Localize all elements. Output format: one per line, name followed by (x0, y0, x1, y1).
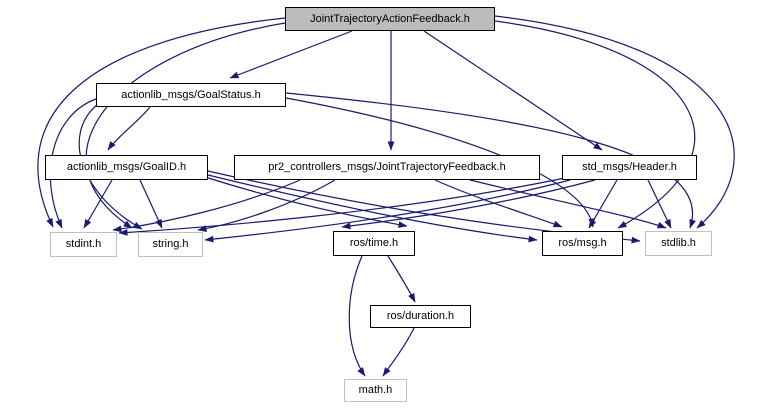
edge-jtf-to-rosmsg (434, 179, 563, 228)
edge-jtf-to-string (197, 179, 336, 232)
node-ros-msg-h[interactable]: ros/msg.h (542, 231, 623, 256)
edge-jtaf-to-stdlib (494, 15, 735, 229)
edge-jtaf-to-stdint (37, 17, 286, 228)
edge-rostime-to-math (348, 255, 366, 377)
edge-goalid-to-rostime (204, 176, 408, 228)
edge-goalid-to-rosmsg (207, 174, 538, 243)
edge-jtaf-to-header (423, 30, 603, 151)
edge-jtf-to-stdint (112, 179, 301, 233)
node-stdint-h: stdint.h (50, 232, 117, 257)
node-actionlib-msgs-goalstatus-h[interactable]: actionlib_msgs/GoalStatus.h (96, 83, 286, 107)
edge-header-to-rosmsg (588, 179, 618, 229)
edge-rosduration-to-math (382, 327, 415, 377)
node-stdlib-h: stdlib.h (645, 231, 712, 256)
node-ros-time-h[interactable]: ros/time.h (333, 231, 415, 256)
edge-jtaf-to-string (85, 22, 286, 229)
edge-jtaf-to-rosmsg (494, 20, 696, 229)
edge-jtaf-to-goalstatus (229, 30, 353, 79)
edge-goalstatus-to-goalid (107, 106, 151, 151)
edge-jtf-to-stdlib (469, 179, 667, 229)
node-actionlib-msgs-goalid-h[interactable]: actionlib_msgs/GoalID.h (45, 155, 208, 180)
node-pr2-controllers-msgs-jointtrajectoryfeedback-h[interactable]: pr2_controllers_msgs/JointTrajectoryFeed… (234, 155, 540, 180)
edge-header-to-stdlib (647, 179, 672, 229)
edge-header-to-string (204, 179, 571, 243)
node-math-h: math.h (344, 379, 407, 402)
edge-goalstatus-to-stdlib (285, 92, 696, 229)
node-jointtrajectoryactionfeedback-h: JointTrajectoryActionFeedback.h (285, 7, 495, 31)
edge-goalid-to-string (139, 179, 163, 229)
edge-goalstatus-to-stdint (49, 98, 97, 229)
edge-rostime-to-rosduration (387, 255, 416, 303)
node-std-msgs-header-h[interactable]: std_msgs/Header.h (562, 155, 697, 180)
edge-header-to-stdint (118, 177, 566, 236)
edge-header-to-rostime (341, 179, 596, 230)
node-string-h: string.h (138, 232, 203, 257)
node-ros-duration-h[interactable]: ros/duration.h (370, 305, 471, 328)
edge-goalid-to-stdint (83, 179, 113, 229)
